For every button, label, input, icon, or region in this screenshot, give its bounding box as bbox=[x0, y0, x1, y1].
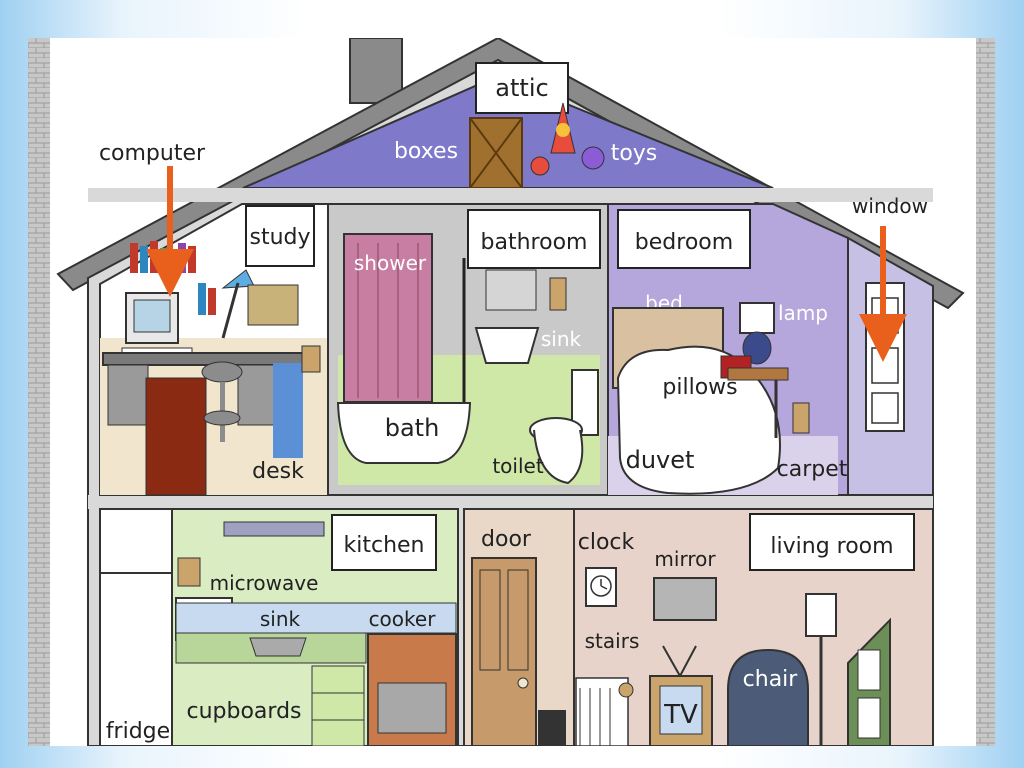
kitchen-label-box bbox=[331, 514, 437, 571]
living-room-label-box bbox=[749, 513, 915, 571]
carpet-label: carpet bbox=[777, 457, 848, 482]
chimney bbox=[349, 38, 403, 104]
toilet-cistern bbox=[571, 369, 599, 436]
fridge-label: fridge bbox=[106, 719, 170, 744]
bath-label: bath bbox=[385, 414, 440, 442]
brick-wall-left bbox=[28, 38, 50, 746]
kitchen-backsplash bbox=[175, 602, 457, 634]
drawers bbox=[311, 665, 365, 746]
toilet-label: toilet bbox=[492, 454, 543, 478]
mirror-label: mirror bbox=[654, 547, 716, 571]
fridge bbox=[99, 508, 173, 746]
bedside-lamp bbox=[739, 302, 775, 334]
duvet bbox=[616, 345, 781, 495]
desk-chair bbox=[201, 361, 243, 383]
house-illustration: attic boxes toys study desk comput bbox=[28, 38, 995, 746]
clock-label: clock bbox=[578, 530, 635, 555]
stairs bbox=[575, 677, 629, 746]
kitchen-label: kitchen bbox=[344, 533, 425, 558]
computer-label: computer bbox=[99, 141, 206, 166]
lamp-label: lamp bbox=[778, 301, 828, 325]
rug bbox=[145, 377, 207, 496]
armchair bbox=[727, 648, 809, 746]
cardboard-box bbox=[247, 284, 299, 326]
chair-label: chair bbox=[743, 667, 799, 692]
attic-floor bbox=[88, 188, 933, 202]
study-label-box bbox=[245, 205, 315, 267]
window-label: window bbox=[852, 194, 928, 218]
attic-label: attic bbox=[495, 74, 548, 102]
sink-kitchen-label: sink bbox=[260, 607, 301, 631]
cooker-hood bbox=[223, 521, 325, 537]
light-switch bbox=[549, 277, 567, 311]
duvet-label: duvet bbox=[626, 446, 695, 474]
floor-lamp bbox=[805, 593, 837, 637]
door-label: door bbox=[481, 527, 532, 552]
bedroom-label: bedroom bbox=[635, 230, 733, 255]
attic-label-box bbox=[475, 62, 569, 114]
middle-floor bbox=[88, 495, 933, 509]
bathroom-mirror bbox=[485, 269, 537, 311]
sink-bath-label: sink bbox=[541, 327, 582, 351]
telephone bbox=[538, 710, 566, 746]
cupboards-label: cupboards bbox=[187, 699, 302, 724]
bedside-table bbox=[727, 367, 789, 381]
bathroom-label: bathroom bbox=[481, 230, 588, 255]
desk-label: desk bbox=[252, 459, 304, 484]
roof bbox=[56, 38, 965, 310]
toy-ball bbox=[581, 146, 605, 170]
shower-label: shower bbox=[354, 251, 427, 275]
stairs-label: stairs bbox=[585, 629, 640, 653]
house-diagram: attic boxes toys study desk comput bbox=[28, 38, 995, 746]
front-door bbox=[471, 557, 537, 746]
toys-label: toys bbox=[611, 141, 658, 166]
study-label: study bbox=[249, 225, 310, 250]
kitchen-socket bbox=[177, 557, 201, 587]
socket bbox=[301, 345, 321, 373]
desk-lamp bbox=[221, 269, 255, 289]
bedroom-label-box bbox=[617, 209, 751, 269]
bathroom-label-box bbox=[467, 209, 601, 269]
living-room-label: living room bbox=[770, 534, 893, 559]
microwave-label: microwave bbox=[210, 571, 319, 595]
bedroom-socket bbox=[792, 402, 810, 434]
boxes-label: boxes bbox=[394, 139, 458, 164]
tv-label: TV bbox=[663, 700, 698, 730]
living-mirror bbox=[653, 577, 717, 621]
pillows-label: pillows bbox=[662, 375, 737, 400]
bathtub bbox=[336, 402, 472, 464]
kitchen-sink bbox=[249, 637, 307, 657]
brick-wall-right bbox=[976, 38, 995, 746]
bathroom-sink bbox=[474, 327, 540, 364]
toy-car bbox=[530, 156, 550, 176]
cooker-label: cooker bbox=[369, 607, 437, 631]
